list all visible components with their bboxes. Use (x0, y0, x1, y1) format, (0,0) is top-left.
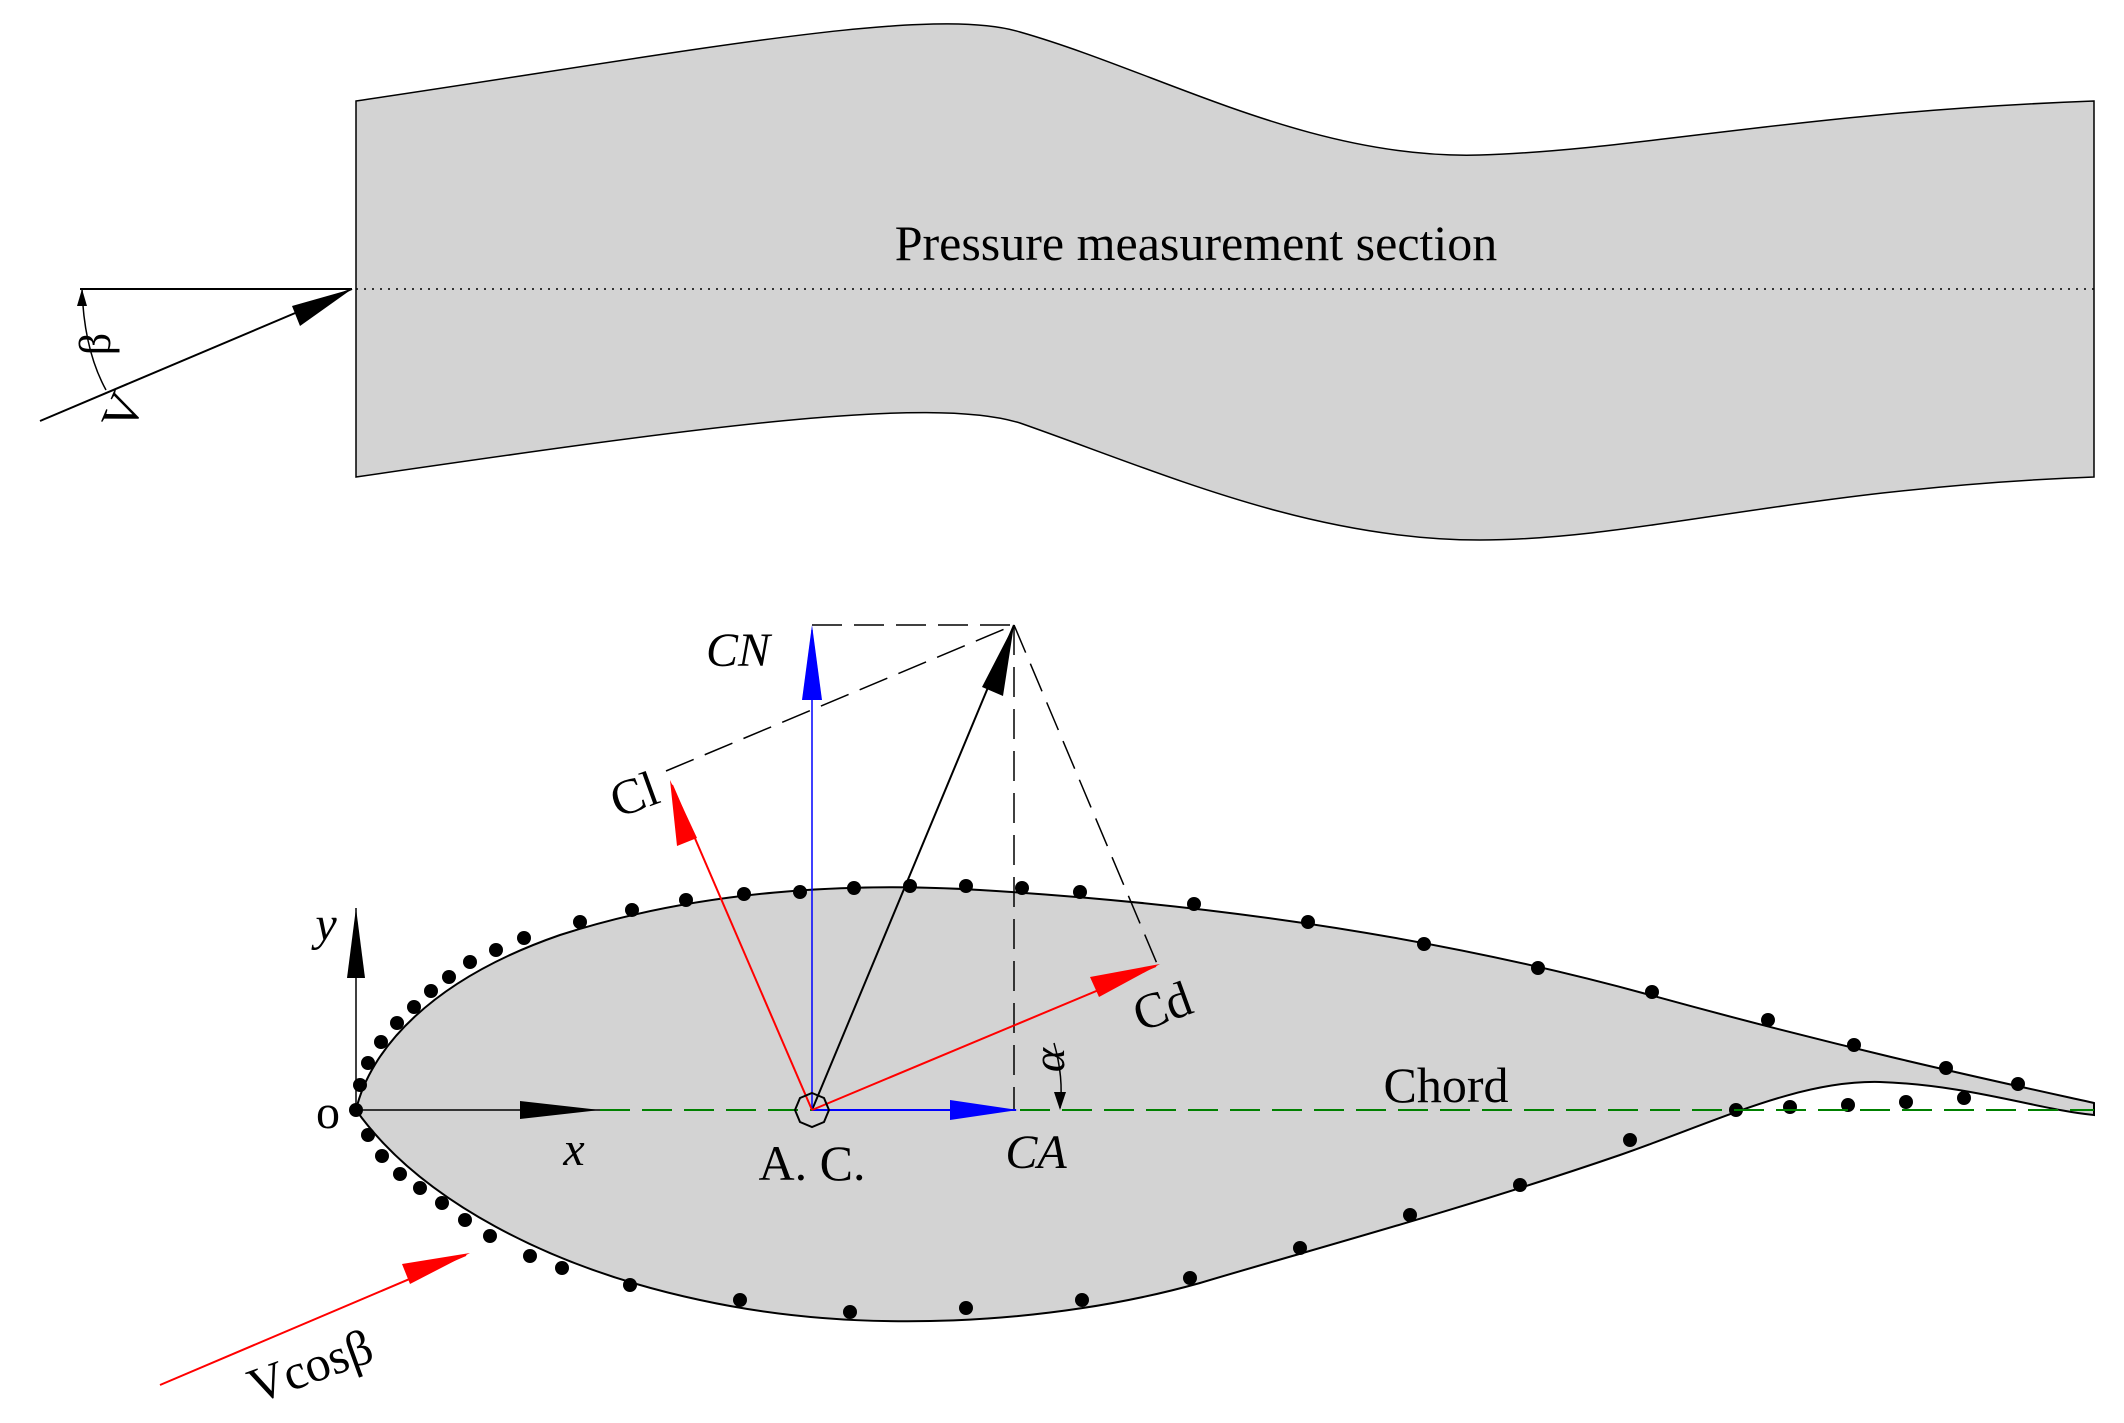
pressure-tap (1899, 1095, 1913, 1109)
pressure-tap (1783, 1100, 1797, 1114)
section-body (355, 23, 2095, 541)
beta-label: β (71, 333, 120, 355)
ca-arrowhead (950, 1100, 1018, 1120)
vcos-beta-vector: Vcosβ (159, 1253, 470, 1414)
pressure-tap (523, 1249, 537, 1263)
pressure-tap (463, 955, 477, 969)
pressure-tap (625, 903, 639, 917)
alpha-arc-tick (1054, 1092, 1066, 1110)
pressure-tap (1841, 1098, 1855, 1112)
pressure-tap (489, 943, 503, 957)
pressure-tap (733, 1293, 747, 1307)
aerodynamic-center-marker (793, 1091, 831, 1129)
resultant-force-vector (811, 624, 1015, 1111)
beta-arc-tick (77, 289, 87, 306)
resultant-to-cd-dash (1013, 624, 1159, 967)
pressure-tap (555, 1261, 569, 1275)
ca-label: CA (1005, 1126, 1067, 1179)
pressure-tap (623, 1278, 637, 1292)
v-label: V (90, 384, 156, 439)
pressure-tap (435, 1196, 449, 1210)
pressure-tap (847, 881, 861, 895)
vcos-arrowhead (402, 1253, 470, 1284)
pressure-tap (737, 887, 751, 901)
pressure-tap (407, 1000, 421, 1014)
pressure-tap (1623, 1133, 1637, 1147)
pressure-tap (679, 893, 693, 907)
cn-label: CN (706, 624, 773, 677)
cl-vector (671, 784, 813, 1111)
pressure-tap (1075, 1293, 1089, 1307)
body-axes: y x o (310, 898, 600, 1176)
pressure-tap (483, 1229, 497, 1243)
ac-label: A. C. (759, 1135, 866, 1191)
pressure-tap (1761, 1013, 1775, 1027)
pressure-tap (1293, 1241, 1307, 1255)
cd-arrowhead (1090, 964, 1160, 997)
pressure-tap (458, 1213, 472, 1227)
pressure-tap (1957, 1091, 1971, 1105)
pressure-tap (573, 915, 587, 929)
pressure-tap (374, 1035, 388, 1049)
vcos-label: Vcosβ (240, 1318, 380, 1414)
cn-arrowhead (802, 625, 822, 700)
resultant-arrowhead (982, 625, 1014, 696)
pressure-tap (1187, 897, 1201, 911)
cl-label: Cl (602, 760, 666, 829)
x-axis-arrowhead (520, 1101, 600, 1119)
pressure-tap (393, 1167, 407, 1181)
inflow-arrowhead (292, 289, 352, 326)
y-axis-label: y (310, 898, 337, 951)
pressure-tap (1939, 1061, 1953, 1075)
pressure-tap (353, 1078, 367, 1092)
pressure-tap (517, 931, 531, 945)
pressure-tap (1645, 985, 1659, 999)
cl-to-resultant-dash (665, 624, 1015, 772)
origin-label: o (316, 1086, 340, 1139)
pressure-tap (413, 1181, 427, 1195)
pressure-tap (390, 1016, 404, 1030)
pressure-tap (959, 1301, 973, 1315)
x-axis-label: x (562, 1123, 584, 1176)
pressure-tap (361, 1128, 375, 1142)
airfoil (354, 886, 2095, 1323)
pressure-measurement-section: Pressure measurement section (355, 23, 2095, 541)
pressure-tap (361, 1056, 375, 1070)
pressure-tap (2011, 1077, 2025, 1091)
alpha-label: α (1023, 1047, 1074, 1072)
pressure-tap (1847, 1038, 1861, 1052)
pressure-tap (1015, 881, 1029, 895)
pressure-tap (1513, 1178, 1527, 1192)
section-label: Pressure measurement section (895, 215, 1498, 271)
force-construction-lines (665, 624, 1159, 1110)
pressure-tap (843, 1305, 857, 1319)
pressure-tap (442, 970, 456, 984)
pressure-tap (793, 885, 807, 899)
pressure-tap (1183, 1271, 1197, 1285)
airfoil-surface (354, 886, 2095, 1323)
pressure-tap (959, 879, 973, 893)
pressure-tap (1403, 1208, 1417, 1222)
y-axis-arrowhead (347, 908, 365, 978)
pressure-tap (1073, 885, 1087, 899)
inflow-velocity: β V (39, 288, 353, 439)
chord-label: Chord (1384, 1057, 1509, 1113)
pressure-tap (424, 984, 438, 998)
pressure-tap (375, 1149, 389, 1163)
cl-arrowhead (670, 780, 697, 846)
force-vectors (670, 624, 1160, 1129)
pressure-tap (1301, 915, 1315, 929)
pressure-tap (1417, 937, 1431, 951)
pressure-tap (1531, 961, 1545, 975)
